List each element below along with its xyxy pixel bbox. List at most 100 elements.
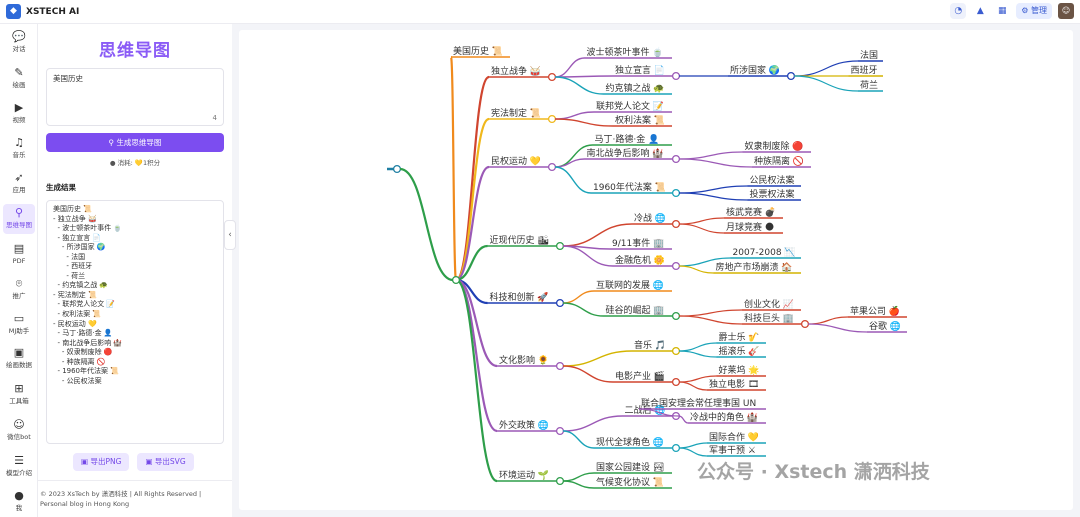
mindmap-node-label[interactable]: 好莱坞 🌟 xyxy=(719,364,760,376)
admin-button[interactable]: ⚙ 管理 xyxy=(1016,3,1052,19)
mindmap-node-dot[interactable] xyxy=(671,346,681,356)
mindmap-node-label[interactable]: 二战后 🌐 xyxy=(625,404,666,416)
mindmap-node-label[interactable]: 联合国安理会常任理事国 UN xyxy=(641,397,756,409)
nav-item-apps[interactable]: ➶应用 xyxy=(0,169,38,199)
brand[interactable]: ◆ XSTECH AI xyxy=(6,4,79,19)
mindmap-node-label[interactable]: 南北战争后影响 🏰 xyxy=(587,147,664,159)
mindmap-node-label[interactable]: 环境运动 🌱 xyxy=(499,469,549,481)
mindmap-node-label[interactable]: 国际合作 💛 xyxy=(709,431,760,443)
nav-item-wechat-bot[interactable]: ☺微信bot xyxy=(0,416,38,446)
mindmap-node-label[interactable]: 军事干预 ⚔ xyxy=(709,444,756,456)
mindmap-node-dot[interactable] xyxy=(547,114,557,124)
mindmap-node-label[interactable]: 气候变化协议 📜 xyxy=(596,476,664,488)
mindmap-node-label[interactable]: 核武竞赛 💣 xyxy=(726,206,776,218)
mindmap-node-dot[interactable] xyxy=(671,261,681,271)
mindmap-node-label[interactable]: 摇滚乐 🎸 xyxy=(719,345,760,357)
mindmap-node-label[interactable]: 民权运动 💛 xyxy=(491,155,542,167)
chat-icon[interactable]: ◔ xyxy=(950,3,967,19)
mindmap-node-label[interactable]: 谷歌 🌐 xyxy=(869,320,901,332)
mindmap-node-label[interactable]: 波士顿茶叶事件 🍵 xyxy=(587,46,664,58)
mindmap-node-label[interactable]: 文化影响 🌻 xyxy=(499,354,549,366)
mindmap-node-label[interactable]: 独立宣言 📄 xyxy=(615,64,665,76)
nav-item-mj[interactable]: ▭MJ助手 xyxy=(0,310,38,340)
mindmap-node-dot[interactable] xyxy=(671,71,681,81)
mindmap-node-dot[interactable] xyxy=(547,72,557,82)
result-markdown[interactable]: 美国历史 📜- 独立战争 🥁 - 波士顿茶叶事件 🍵 - 独立宣言 📄 - 所涉… xyxy=(46,200,224,444)
mindmap-node-dot[interactable] xyxy=(555,298,565,308)
mindmap-node-label[interactable]: 金融危机 🌼 xyxy=(615,254,665,266)
mindmap-node-label[interactable]: 独立战争 🥁 xyxy=(491,65,542,77)
nav-item-models[interactable]: ☰模型介绍 xyxy=(0,452,38,482)
mindmap-node-label[interactable]: 爵士乐 🎷 xyxy=(719,331,760,343)
nav-item-draw-db[interactable]: ▣绘画数据 xyxy=(0,344,38,374)
mindmap-node-label[interactable]: 现代全球角色 🌐 xyxy=(596,436,664,448)
nav-item-chat[interactable]: 💬对话 xyxy=(0,28,38,58)
mindmap-node-label[interactable]: 法国 xyxy=(860,49,878,61)
mindmap-node-label[interactable]: 种族隔离 🚫 xyxy=(754,155,804,167)
collapse-panel-button[interactable]: ‹ xyxy=(224,220,236,250)
mindmap-node-dot[interactable] xyxy=(671,311,681,321)
mindmap-node-dot[interactable] xyxy=(671,154,681,164)
mindmap-node-label[interactable]: 科技巨头 🏢 xyxy=(744,312,794,324)
mindmap-node-label[interactable]: 1960年代法案 📜 xyxy=(593,181,666,193)
mindmap-node-label[interactable]: 荷兰 xyxy=(860,79,878,91)
mindmap-node-label[interactable]: 联邦党人论文 📝 xyxy=(596,100,664,112)
mindmap-node-dot[interactable] xyxy=(786,71,796,81)
mindmap-node-dot[interactable] xyxy=(555,426,565,436)
mindmap-canvas[interactable]: 美国历史 📜 独立战争 🥁 波士顿茶叶事件 🍵 独立宣言 📄 所涉国家 🌍 法国西班牙荷兰… xyxy=(239,30,1073,510)
mindmap-node-dot[interactable] xyxy=(451,275,461,285)
mindmap-node-label[interactable]: 硅谷的崛起 🏢 xyxy=(606,304,665,316)
mindmap-node-label[interactable]: 电影产业 🎬 xyxy=(615,370,665,382)
mindmap-node-label[interactable]: 冷战中的角色 🏰 xyxy=(690,411,758,423)
mindmap-node-dot[interactable] xyxy=(555,476,565,486)
mindmap-node-dot[interactable] xyxy=(800,319,810,329)
mindmap-node-label[interactable]: 公民权法案 xyxy=(750,174,795,186)
mindmap-node-label[interactable]: 国家公园建设 🏞 xyxy=(596,461,664,473)
nav-item-toolbox[interactable]: ⊞工具箱 xyxy=(0,380,38,410)
nav-item-music[interactable]: ♫音乐 xyxy=(0,134,38,164)
mindmap-node-dot[interactable] xyxy=(555,361,565,371)
mindmap-node-label[interactable]: 月球竞赛 🌑 xyxy=(726,221,774,233)
mindmap-node-label[interactable]: 外交政策 🌐 xyxy=(499,419,549,431)
mindmap-node-label[interactable]: 约克镇之战 🐢 xyxy=(606,82,665,94)
mindmap-node-label[interactable]: 独立电影 🎞 xyxy=(709,378,759,390)
mindmap-node-dot[interactable] xyxy=(671,188,681,198)
mindmap-node-label[interactable]: 所涉国家 🌍 xyxy=(730,64,780,76)
mindmap-node-label[interactable]: 2007-2008 📉 xyxy=(733,246,796,258)
mindmap-node-dot[interactable] xyxy=(671,377,681,387)
gift-icon[interactable]: ▦ xyxy=(998,6,1007,16)
mindmap-node-label[interactable]: 科技和创新 🚀 xyxy=(490,291,549,303)
mindmap-node-label[interactable]: 近现代历史 🏙 xyxy=(490,234,549,246)
mindmap-node-dot[interactable] xyxy=(671,443,681,453)
nav-item-draw[interactable]: ✎绘画 xyxy=(0,64,38,94)
mindmap-node-label[interactable]: 房地产市场崩溃 🏠 xyxy=(716,261,793,273)
nav-item-mindmap[interactable]: ⚲思维导图 xyxy=(3,204,35,234)
mindmap-node-label[interactable]: 9/11事件 🏢 xyxy=(612,237,664,249)
prompt-input[interactable]: 美国历史 4 xyxy=(46,68,224,126)
mindmap-node-dot[interactable] xyxy=(547,162,557,172)
mindmap-node-label[interactable]: 互联网的发展 🌐 xyxy=(596,279,664,291)
mindmap-node-label[interactable]: 创业文化 📈 xyxy=(744,298,794,310)
nav-item-me[interactable]: ●我 xyxy=(0,487,38,517)
mindmap-node-label[interactable]: 苹果公司 🍎 xyxy=(850,305,900,317)
mindmap-svg[interactable]: 美国历史 📜 独立战争 🥁 波士顿茶叶事件 🍵 独立宣言 📄 所涉国家 🌍 法国西班牙荷兰… xyxy=(239,30,1073,510)
export-png-button[interactable]: ▣ 导出PNG xyxy=(73,453,130,471)
generate-mindmap-button[interactable]: ⚲ 生成思维导图 xyxy=(46,133,224,152)
mindmap-node-label[interactable]: 奴隶制废除 🔴 xyxy=(745,140,804,152)
mindmap-node-dot[interactable] xyxy=(555,241,565,251)
mindmap-node-dot[interactable] xyxy=(392,164,402,174)
mindmap-node-label[interactable]: 权利法案 📜 xyxy=(615,114,665,126)
export-svg-button[interactable]: ▣ 导出SVG xyxy=(137,453,194,471)
nav-item-pdf[interactable]: ▤PDF xyxy=(0,240,38,270)
mindmap-node-label[interactable]: 美国历史 📜 xyxy=(453,45,503,57)
bell-icon[interactable]: ▲ xyxy=(976,6,984,16)
mindmap-node-label[interactable]: 马丁·路德·金 👤 xyxy=(595,133,660,145)
mindmap-node-label[interactable]: 音乐 🎵 xyxy=(634,339,666,351)
mindmap-node-dot[interactable] xyxy=(671,219,681,229)
nav-item-promo[interactable]: ⌾推广 xyxy=(0,275,38,305)
mindmap-node-label[interactable]: 冷战 🌐 xyxy=(634,212,666,224)
mindmap-node-label[interactable]: 宪法制定 📜 xyxy=(491,107,541,119)
mindmap-node-label[interactable]: 西班牙 xyxy=(851,64,878,76)
nav-item-video[interactable]: ▶视频 xyxy=(0,99,38,129)
mindmap-node-label[interactable]: 投票权法案 xyxy=(750,188,795,200)
